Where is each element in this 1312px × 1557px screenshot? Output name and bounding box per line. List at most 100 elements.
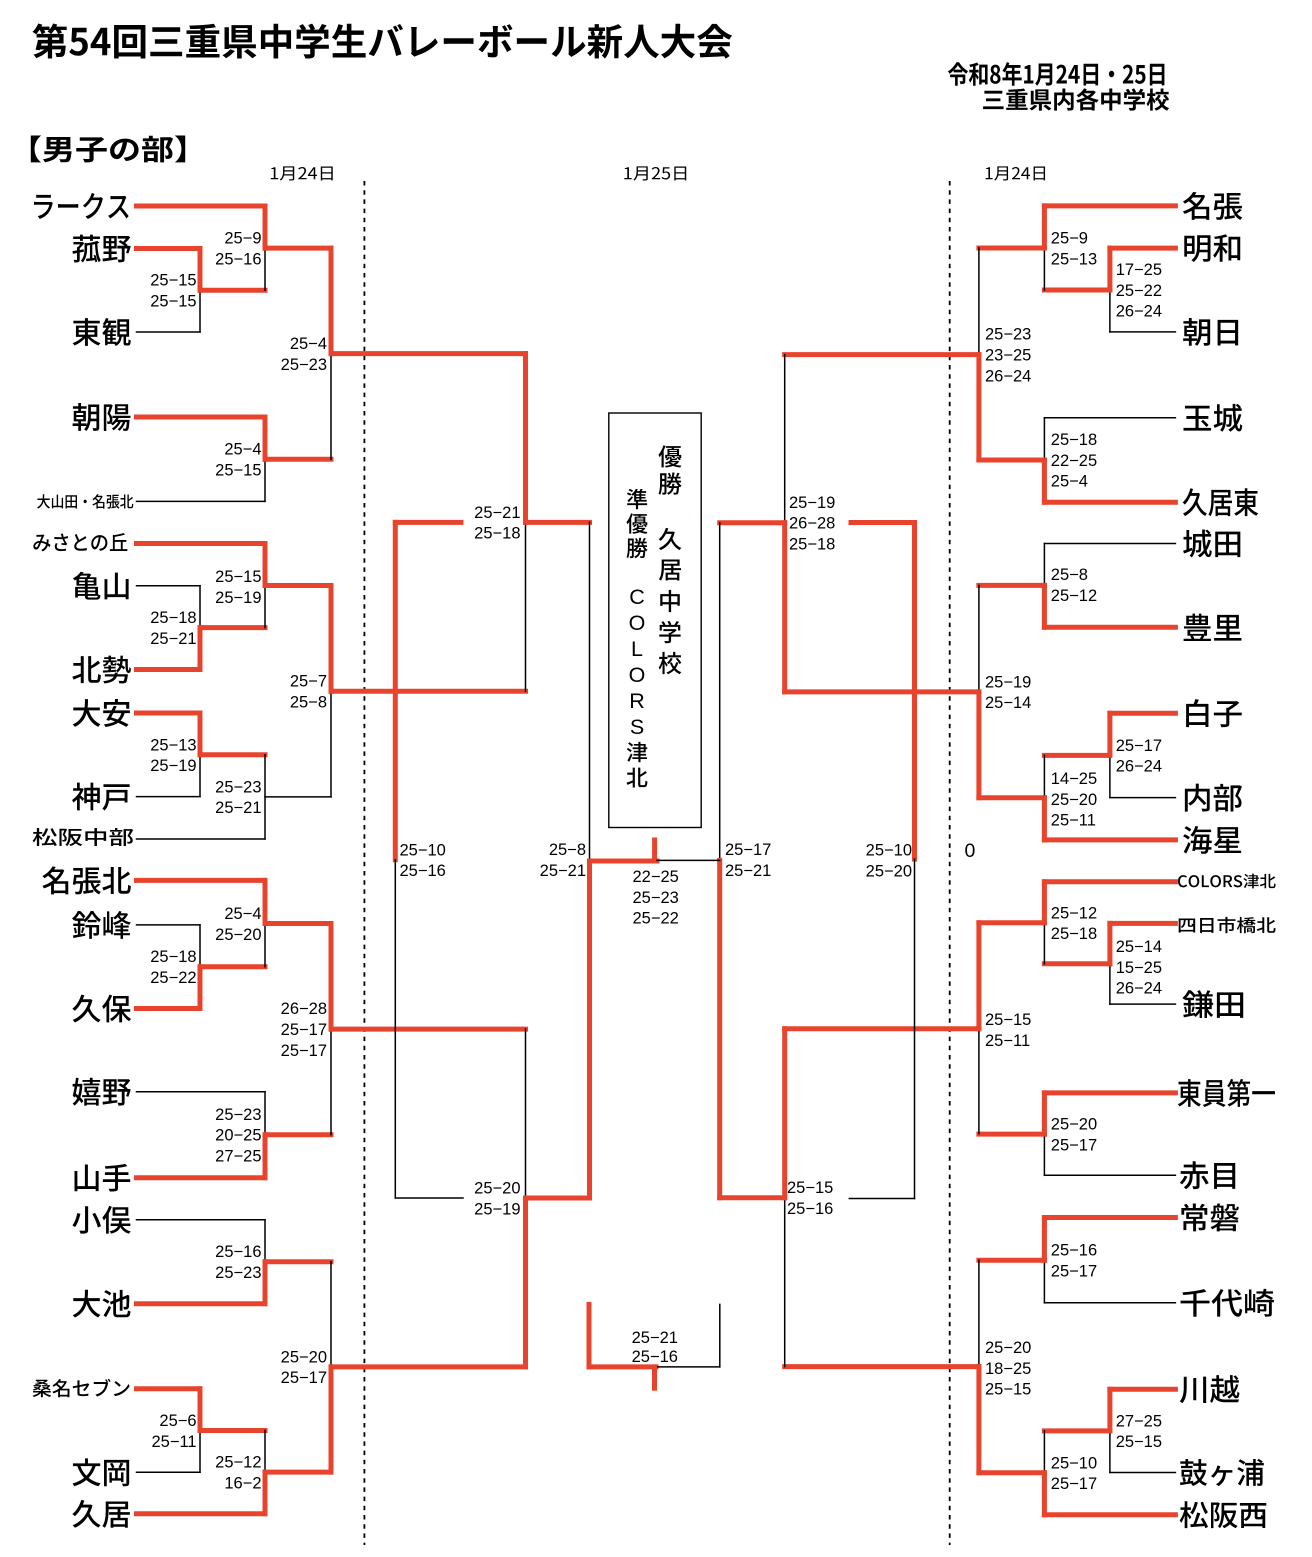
svg-text:25−20: 25−20	[866, 862, 912, 880]
svg-text:25−19: 25−19	[985, 673, 1031, 691]
svg-text:25−15: 25−15	[150, 272, 196, 290]
svg-text:25−19: 25−19	[474, 1200, 520, 1218]
svg-text:25−17: 25−17	[725, 841, 771, 859]
svg-text:25−17: 25−17	[281, 1021, 327, 1039]
svg-text:25−21: 25−21	[215, 799, 261, 817]
svg-text:25−13: 25−13	[1051, 250, 1097, 268]
svg-text:25−4: 25−4	[290, 335, 327, 353]
svg-text:25−21: 25−21	[540, 862, 586, 880]
svg-text:25−10: 25−10	[400, 841, 446, 859]
svg-text:22−25: 22−25	[1051, 452, 1097, 470]
svg-text:25−20: 25−20	[281, 1348, 327, 1366]
svg-text:25−15: 25−15	[215, 462, 261, 480]
svg-text:25−18: 25−18	[150, 609, 196, 627]
svg-text:25−15: 25−15	[985, 1381, 1031, 1399]
svg-text:25−9: 25−9	[224, 230, 261, 248]
svg-text:25−13: 25−13	[150, 736, 196, 754]
svg-text:23−25: 23−25	[985, 347, 1031, 365]
svg-text:25−4: 25−4	[224, 441, 261, 459]
svg-text:25−16: 25−16	[215, 250, 261, 268]
svg-text:25−14: 25−14	[985, 694, 1031, 712]
svg-text:25−23: 25−23	[633, 889, 679, 907]
svg-text:25−18: 25−18	[474, 525, 520, 543]
svg-text:R: R	[629, 689, 645, 713]
svg-text:25−23: 25−23	[215, 1106, 261, 1124]
svg-text:25−7: 25−7	[290, 673, 327, 691]
svg-text:25−20: 25−20	[1051, 1116, 1097, 1134]
svg-text:25−21: 25−21	[725, 862, 771, 880]
svg-text:25−23: 25−23	[281, 356, 327, 374]
svg-text:25−12: 25−12	[1051, 904, 1097, 922]
svg-text:25−14: 25−14	[1116, 938, 1162, 956]
svg-text:25−21: 25−21	[150, 630, 196, 648]
svg-text:L: L	[631, 637, 643, 661]
svg-text:25−21: 25−21	[474, 504, 520, 522]
svg-text:25−19: 25−19	[150, 757, 196, 775]
svg-text:22−25: 22−25	[633, 868, 679, 886]
svg-text:16−2: 16−2	[224, 1474, 261, 1492]
svg-text:25−17: 25−17	[281, 1369, 327, 1387]
svg-text:26−24: 26−24	[1116, 303, 1162, 321]
svg-text:25−18: 25−18	[789, 536, 835, 554]
svg-text:27−25: 27−25	[215, 1147, 261, 1165]
svg-text:25−23: 25−23	[985, 326, 1031, 344]
svg-text:17−25: 17−25	[1116, 261, 1162, 279]
svg-text:25−22: 25−22	[150, 969, 196, 987]
svg-text:25−19: 25−19	[215, 589, 261, 607]
svg-text:25−17: 25−17	[1051, 1136, 1097, 1154]
svg-text:25−17: 25−17	[1051, 1475, 1097, 1493]
svg-text:25−18: 25−18	[1051, 925, 1097, 943]
svg-text:25−23: 25−23	[215, 778, 261, 796]
svg-text:25−12: 25−12	[1051, 587, 1097, 605]
svg-text:26−28: 26−28	[281, 1000, 327, 1018]
svg-text:26−24: 26−24	[1116, 758, 1162, 776]
svg-text:25−17: 25−17	[1051, 1262, 1097, 1280]
svg-text:25−18: 25−18	[150, 948, 196, 966]
svg-text:25−22: 25−22	[1116, 282, 1162, 300]
svg-text:25−15: 25−15	[150, 293, 196, 311]
svg-text:25−21: 25−21	[632, 1329, 678, 1347]
svg-text:26−24: 26−24	[1116, 980, 1162, 998]
svg-text:O: O	[629, 663, 646, 687]
svg-text:25−23: 25−23	[215, 1264, 261, 1282]
svg-text:25−11: 25−11	[985, 1032, 1030, 1050]
svg-text:25−20: 25−20	[215, 926, 261, 944]
svg-text:25−4: 25−4	[224, 905, 261, 923]
svg-text:25−10: 25−10	[866, 842, 912, 860]
svg-text:25−8: 25−8	[290, 694, 327, 712]
svg-text:25−4: 25−4	[1051, 473, 1088, 491]
svg-text:25−15: 25−15	[985, 1011, 1031, 1029]
svg-text:25−16: 25−16	[215, 1243, 261, 1261]
svg-text:25−18: 25−18	[1051, 431, 1097, 449]
svg-text:25−16: 25−16	[787, 1200, 833, 1218]
svg-text:25−15: 25−15	[787, 1179, 833, 1197]
svg-text:25−16: 25−16	[632, 1348, 678, 1366]
svg-text:25−16: 25−16	[400, 862, 446, 880]
svg-text:25−11: 25−11	[1051, 812, 1096, 830]
svg-text:25−22: 25−22	[633, 910, 679, 928]
svg-text:26−28: 26−28	[789, 515, 835, 533]
svg-text:25−19: 25−19	[789, 494, 835, 512]
svg-text:18−25: 18−25	[985, 1360, 1031, 1378]
svg-text:26−24: 26−24	[985, 367, 1031, 385]
svg-text:25−17: 25−17	[1116, 737, 1162, 755]
svg-text:25−10: 25−10	[1051, 1454, 1097, 1472]
svg-text:25−17: 25−17	[281, 1042, 327, 1060]
svg-text:25−8: 25−8	[549, 841, 586, 859]
svg-text:25−15: 25−15	[1116, 1433, 1162, 1451]
svg-text:25−12: 25−12	[215, 1454, 261, 1472]
svg-text:20−25: 20−25	[215, 1127, 261, 1145]
svg-text:25−6: 25−6	[159, 1412, 196, 1430]
svg-text:S: S	[630, 715, 644, 739]
svg-text:0: 0	[965, 840, 976, 862]
svg-text:25−20: 25−20	[474, 1180, 520, 1198]
svg-text:O: O	[629, 611, 646, 635]
svg-text:15−25: 15−25	[1116, 959, 1162, 977]
svg-text:25−9: 25−9	[1051, 230, 1088, 248]
svg-text:25−20: 25−20	[1051, 791, 1097, 809]
svg-text:25−15: 25−15	[215, 568, 261, 586]
svg-text:25−8: 25−8	[1051, 566, 1088, 584]
svg-text:25−11: 25−11	[151, 1433, 196, 1451]
svg-text:C: C	[629, 585, 645, 609]
svg-text:25−16: 25−16	[1051, 1242, 1097, 1260]
